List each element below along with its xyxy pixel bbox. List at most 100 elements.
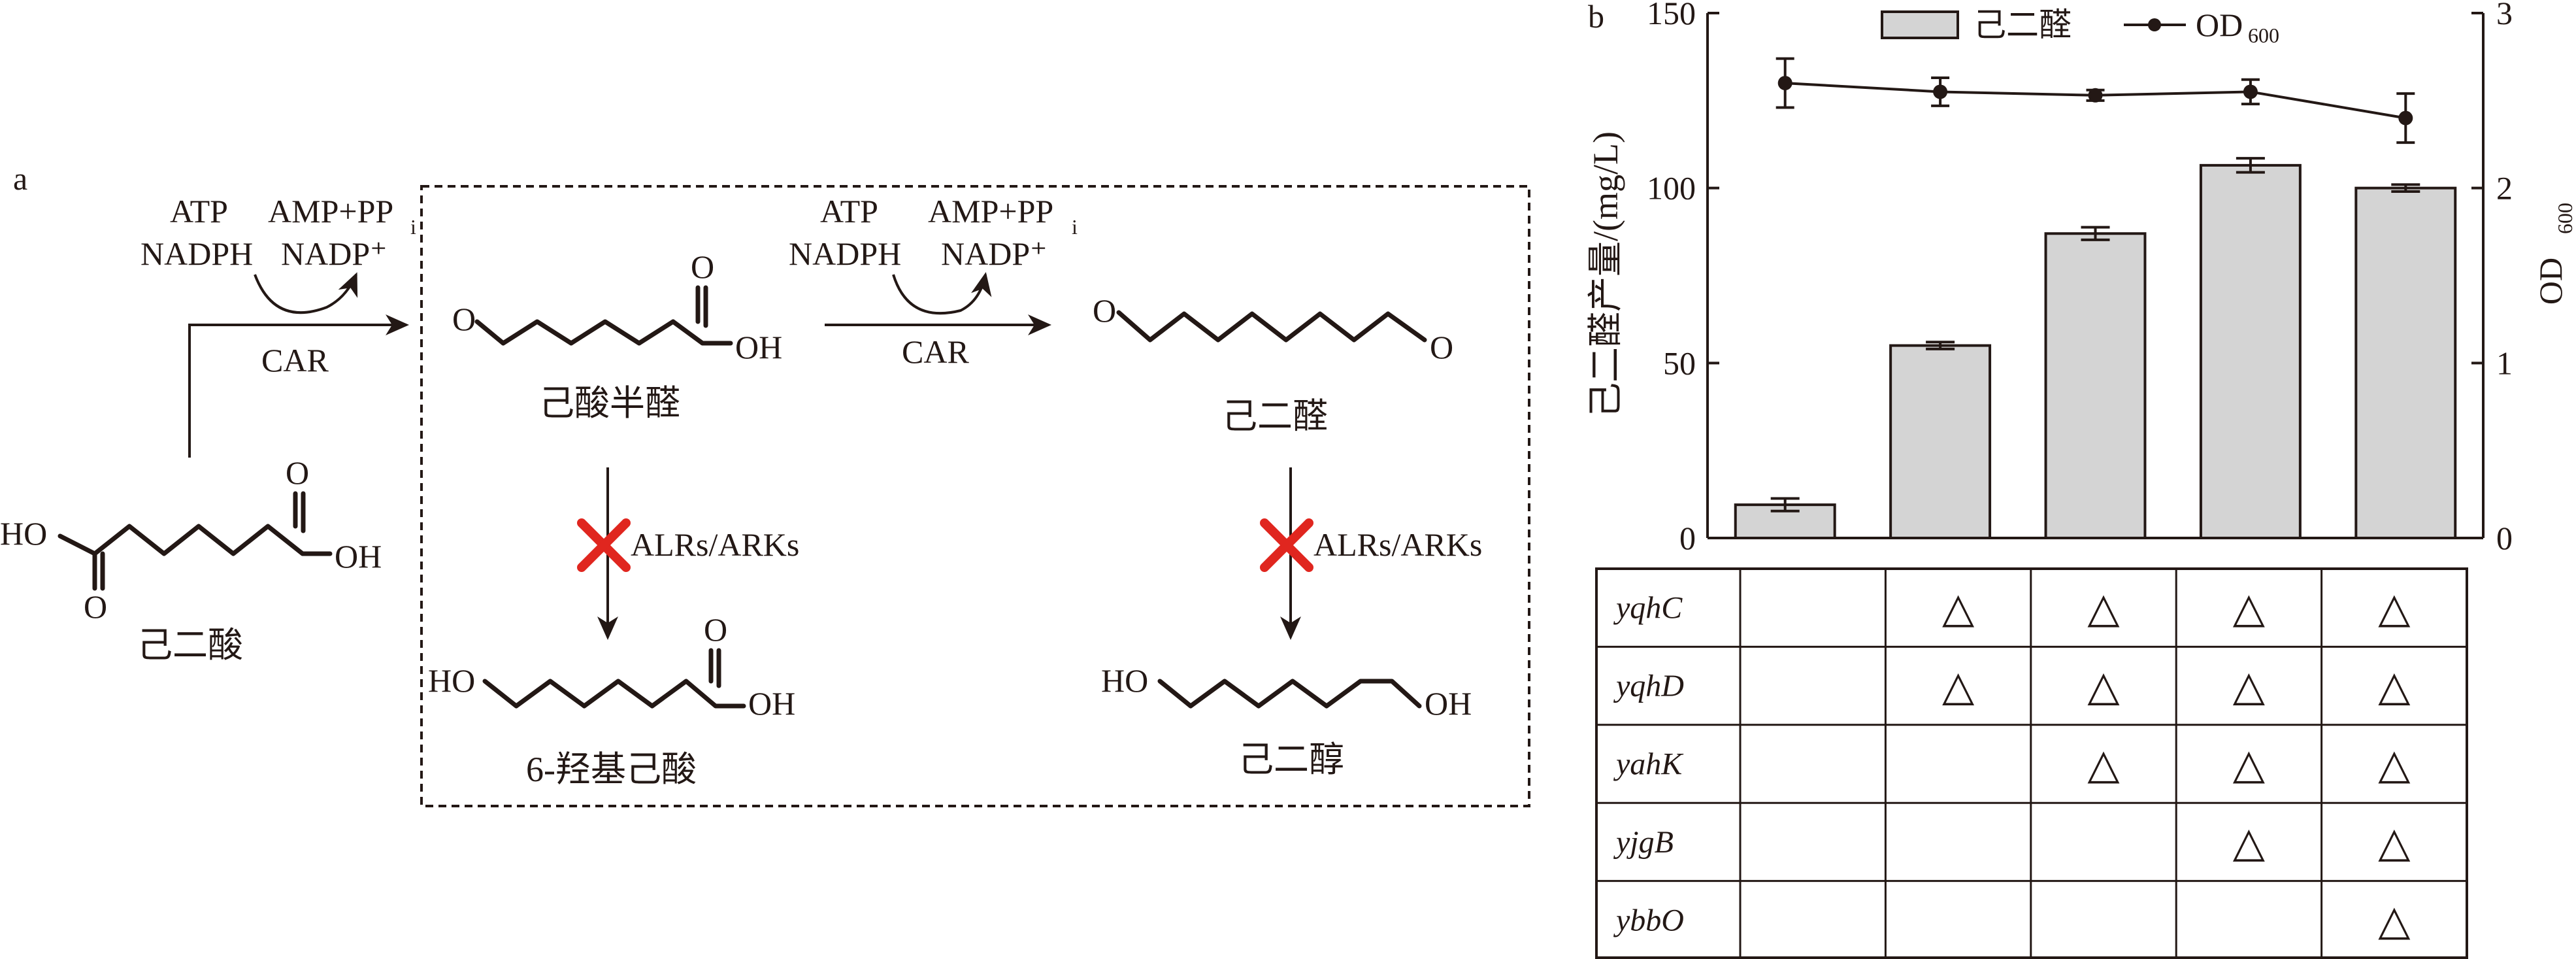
intermediate-oh: OH [735,329,782,365]
legend-bar-label: 己二醛 [1973,7,2072,43]
step1-enzyme-car: CAR [261,342,329,379]
od-line-layer [1775,57,2415,144]
knockout-table: yqhC△△△△yqhD△△△△yahK△△△yjgB△△ybbO△ [1595,567,2468,959]
knockout-triangle: △ [2233,819,2266,866]
step1-amp-pp: AMP+PP [268,193,393,229]
panel-b-label: b [1588,0,1604,35]
gene-name: yahK [1613,747,1684,782]
gene-name: yqhD [1613,669,1684,703]
knockout-triangle: △ [2378,741,2411,788]
od-point [1933,84,1948,99]
right-tick-label: 0 [2496,520,2513,556]
right-axis-title-group: OD 600 [2532,203,2576,305]
knockout-triangle: △ [2233,585,2266,631]
hydroxy-backbone [482,679,746,709]
knockout-triangle: △ [2087,741,2120,788]
right-axis-title: OD [2532,258,2569,305]
intermediate-backbone [474,319,733,346]
blocked-reduction-2: ALRs/ARKs [1260,467,1482,640]
left-tick-label: 50 [1663,345,1696,381]
hexanediol-ho: HO [1101,662,1148,699]
legend-line-label: OD [2196,7,2243,43]
step2-amp-pp: AMP+PP [928,193,1053,229]
step1-cofactor-curve [254,272,358,314]
step1-pp-subscript: i [410,215,416,239]
right-axis-title-subscript: 600 [2553,203,2576,234]
right-tick-label: 3 [2496,0,2513,31]
right-tick-label: 1 [2496,345,2513,381]
bar [2199,163,2302,539]
step2-pp-subscript: i [1072,215,1078,239]
adipaldehyde-name: 己二醛 [1222,397,1328,436]
step1-arrow [188,314,409,458]
step1-nadp: NADP⁺ [281,235,388,272]
adipic-o-top: O [286,454,309,491]
left-tick-label: 0 [1679,520,1696,556]
step-2-reaction: ATP NADPH AMP+PP i NADP⁺ CAR [789,193,1078,370]
chart-legend: 己二醛 OD 600 [1881,7,2279,47]
intermediate-name: 己酸半醛 [539,384,680,423]
step1-nadph: NADPH [140,235,253,272]
alr-ark-label-2: ALRs/ARKs [1313,526,1482,563]
dashed-enclosure [420,185,1530,807]
red-x-icon [577,518,631,572]
knockout-triangle: △ [1942,585,1975,631]
od-point [2398,110,2413,126]
adipic-acid-structure: HO OH O O 己二酸 [0,454,382,665]
left-tick-label: 150 [1647,0,1696,31]
hydroxy-o-top: O [704,611,727,648]
alr-ark-label-1: ALRs/ARKs [631,526,799,563]
gene-name: ybbO [1613,903,1684,937]
adipaldehyde-backbone [1116,310,1427,343]
bar [1889,344,1992,539]
step2-enzyme-car: CAR [902,333,969,370]
hydroxyhexanoic-name: 6-羟基己酸 [526,750,697,789]
bar [2044,232,2147,539]
legend-bar-swatch [1881,10,1959,39]
od-point [2088,88,2103,103]
hexanediol-backbone [1157,679,1422,709]
bar [1734,503,1836,539]
adipic-acid-name: 己二酸 [137,626,243,665]
knockout-triangle: △ [2087,663,2120,709]
hydroxy-oh: OH [748,685,795,722]
left-axis-title: 己二醛产量/(mg/L) [1586,131,1625,418]
hexanediol-structure: HO OH 己二醇 [1101,662,1472,779]
intermediate-o-left: O [452,301,476,337]
adipic-o-bottom: O [84,588,107,625]
legend-line-marker [2148,18,2161,31]
adipaldehyde-structure: O O 己二醛 [1093,292,1453,436]
step1-atp: ATP [170,193,228,229]
hydroxyhexanoic-structure: HO O OH 6-羟基己酸 [428,611,795,789]
hexanediol-oh: OH [1425,685,1472,722]
red-x-icon [1260,518,1313,572]
knockout-triangle: △ [2378,819,2411,866]
step2-nadp: NADP⁺ [941,235,1048,272]
step-1-reaction: ATP NADPH AMP+PP i NADP⁺ CAR [140,193,416,458]
knockout-triangle: △ [2378,585,2411,631]
adipic-oh: OH [335,538,382,575]
intermediate-o-top: O [691,248,714,285]
hydroxy-ho: HO [428,662,475,699]
knockout-triangle: △ [1942,663,1975,709]
adipic-backbone [58,524,333,556]
blocked-reduction-1: ALRs/ARKs [577,467,799,640]
gene-name: yqhC [1613,591,1683,626]
adipaldehyde-o-right: O [1430,329,1453,365]
knockout-triangle: △ [2233,663,2266,709]
panel-a-pathway: a ATP NADPH AMP+PP i NADP⁺ CAR HO OH O O… [0,160,1530,807]
bar [2354,186,2457,539]
knockout-triangle: △ [2378,897,2411,943]
step2-nadph: NADPH [789,235,901,272]
adipic-ho: HO [0,515,47,552]
right-tick-label: 2 [2496,170,2513,207]
step2-cofactor-curve [892,272,992,315]
step2-atp: ATP [820,193,878,229]
knockout-triangle: △ [2378,663,2411,709]
legend-line-subscript: 600 [2248,24,2279,47]
knockout-triangle: △ [2233,741,2266,788]
od-point [1777,76,1792,91]
